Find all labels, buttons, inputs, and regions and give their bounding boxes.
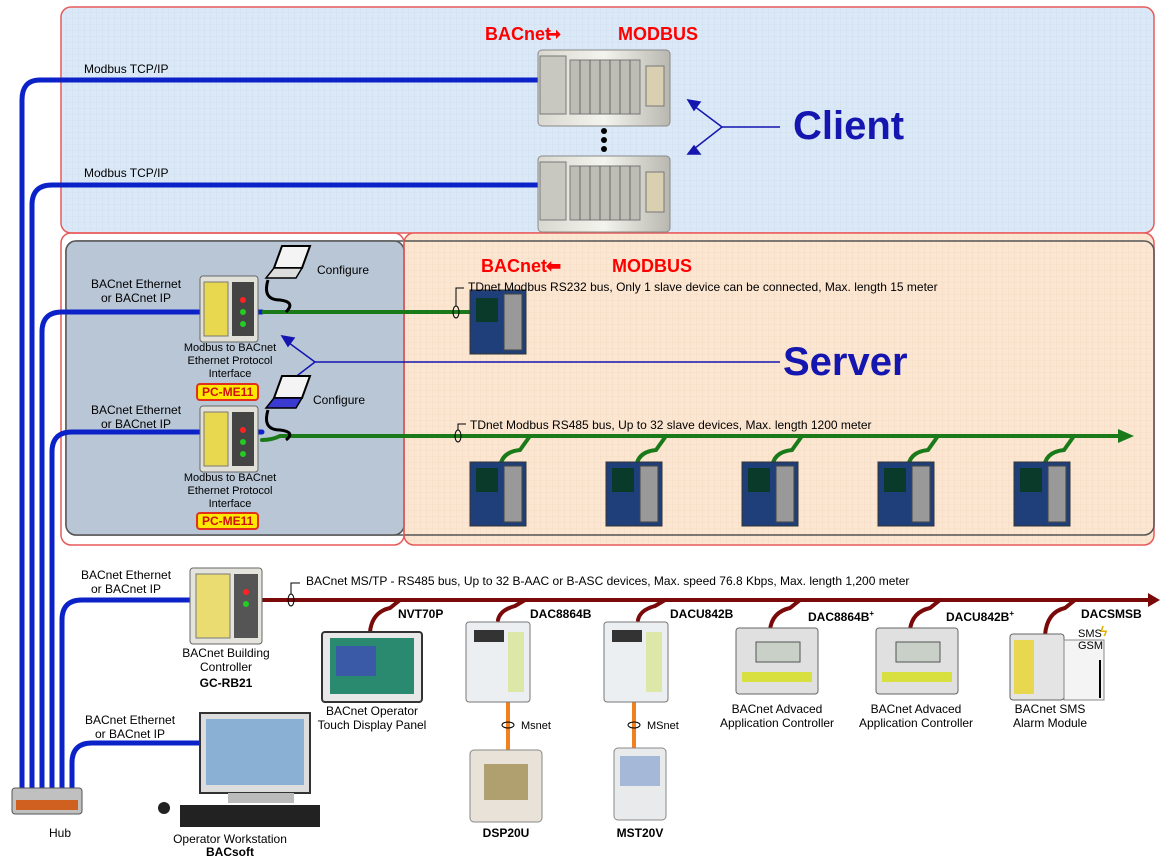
continuation-dots [601,128,607,152]
dsp20u-device [469,749,543,823]
gateway-device-2 [199,405,259,473]
dacu842b-device [603,621,669,703]
gateway-1-model-tag: PC-ME11 [196,383,260,401]
mstp-bus-arrow [1148,593,1160,607]
building-controller-device [189,567,263,645]
configure-label: Configure [317,263,370,277]
server-heading-right: MODBUS [612,256,692,276]
hub-label: Hub [48,826,71,840]
server-zone [403,232,1155,546]
ethernet-cables [19,77,543,795]
gateway-device-1 [199,275,259,343]
dsp20u-label: DSP20U [482,826,530,840]
dacsmsb-device [1009,633,1105,701]
workstation-model: BACsoft [206,845,254,859]
msnet-label: Msnet [521,720,551,732]
device-model-label: DAC8864B+ [808,609,875,624]
touch-panel-device [321,631,423,703]
workstation-description: Operator Workstation [173,832,287,846]
modbus-slave-rs485 [469,461,1071,527]
server-label: Server [783,340,908,384]
controller-model: GC-RB21 [199,676,253,690]
dacu842b-plus-device [875,627,959,695]
mst20v-device [613,747,667,821]
rs485-bus-label: TDnet Modbus RS485 bus, Up to 32 slave d… [470,418,872,432]
hub-device [11,787,83,815]
client-label: Client [793,104,905,148]
signal-icon: ϟ [1100,623,1108,639]
client-heading-arrow: ➞ [546,24,562,44]
modbus-slave-rs232 [469,289,527,355]
plc-rack-bottom [537,155,671,233]
mstp-bus [260,598,1152,637]
client-heading-left: BACnet [485,24,551,44]
server-heading-left: BACnet [481,256,547,276]
msnet-cables [506,702,636,750]
dac8864b-device [465,621,531,703]
gateway-2-model-tag: PC-ME11 [196,512,260,530]
device-model-label: DACU842B [670,607,734,621]
plc-rack-top [537,49,671,127]
device-model-label: NVT70P [398,607,444,621]
configure-label: Configure [313,393,366,407]
modbus-tcp-label: Modbus TCP/IP [84,166,169,180]
dac8864b-plus-device [735,627,819,695]
mst20v-label: MST20V [616,826,664,840]
modbus-tcp-label: Modbus TCP/IP [84,62,169,76]
device-model-label: DACU842B+ [946,609,1015,624]
msnet-label: MSnet [647,720,679,732]
rs485-bus-arrow [1118,429,1134,443]
mouse-icon [158,802,170,814]
client-arrows [686,98,780,155]
device-model-label: DACSMSB [1081,607,1142,621]
rs232-bus-label: TDnet Modbus RS232 bus, Only 1 slave dev… [468,280,938,294]
workstation-device [180,712,320,827]
server-heading-arrow: ⬅ [546,256,562,276]
laptop-icon [264,375,312,442]
client-heading-right: MODBUS [618,24,698,44]
device-model-label: DAC8864B [530,607,592,621]
laptop-icon [264,245,312,314]
mstp-bus-label: BACnet MS/TP - RS485 bus, Up to 32 B-AAC… [306,574,910,588]
